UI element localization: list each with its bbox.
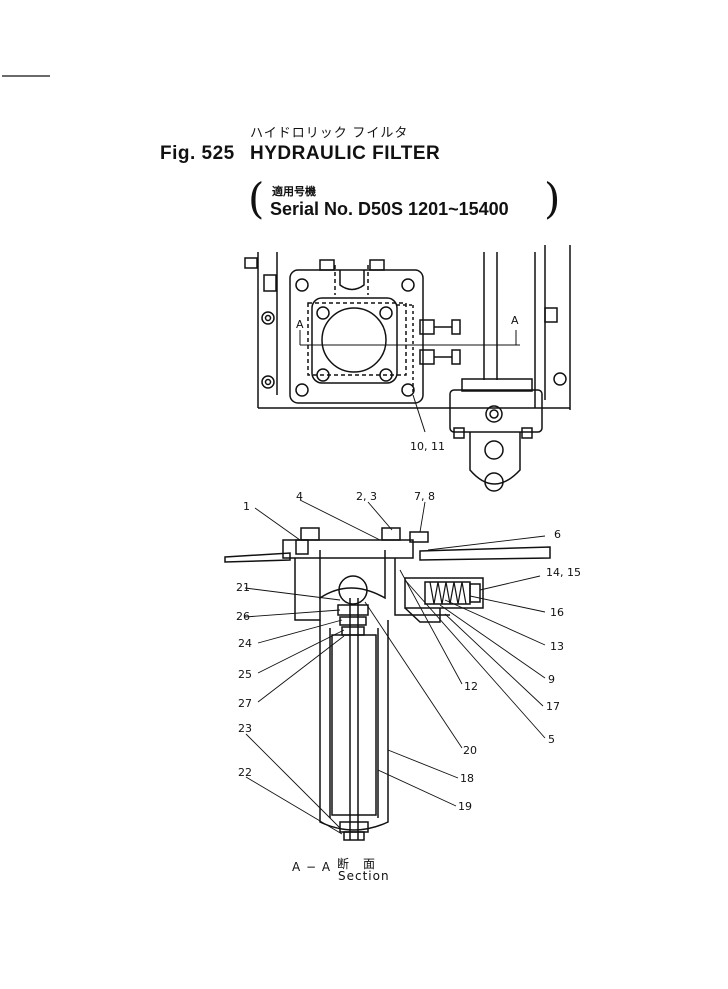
- callout-16: 16: [550, 606, 564, 619]
- callout-24: 24: [238, 637, 252, 650]
- paren-open: (: [248, 174, 265, 223]
- fig-label: Fig. 525: [160, 143, 235, 164]
- callout-14-15: 14, 15: [546, 566, 581, 579]
- callout-13: 13: [550, 640, 564, 653]
- paren-close: ): [544, 174, 561, 223]
- callout-9: 9: [548, 673, 555, 686]
- callout-12: 12: [464, 680, 478, 693]
- section-mark-right: A: [511, 314, 519, 327]
- callout-2-3: 2, 3: [356, 490, 377, 503]
- section-word: Section: [338, 869, 390, 883]
- serial-kanji: 適用号機: [272, 186, 316, 198]
- callout-22: 22: [238, 766, 252, 779]
- callout-4: 4: [296, 490, 303, 503]
- callout-6: 6: [554, 528, 561, 541]
- callout-26: 26: [236, 610, 250, 623]
- section-kanji: 断 面: [337, 857, 377, 871]
- figure-title: HYDRAULIC FILTER: [250, 143, 441, 164]
- section-mark-left: A: [296, 318, 304, 331]
- callout-18: 18: [460, 772, 474, 785]
- callout-1: 1: [243, 500, 250, 513]
- kana-title: ハイドロリック フイルタ: [250, 125, 409, 140]
- callout-19: 19: [458, 800, 472, 813]
- callout-5: 5: [548, 733, 555, 746]
- callout-25: 25: [238, 668, 252, 681]
- callout-21: 21: [236, 581, 250, 594]
- callout-23: 23: [238, 722, 252, 735]
- section-prefix: A − A: [292, 860, 332, 874]
- callout-20: 20: [463, 744, 477, 757]
- callout-27: 27: [238, 697, 252, 710]
- serial-number: Serial No. D50S 1201~15400: [270, 199, 509, 219]
- callout-17: 17: [546, 700, 560, 713]
- callout-7-8: 7, 8: [414, 490, 435, 503]
- callout-10-11: 10, 11: [410, 440, 445, 453]
